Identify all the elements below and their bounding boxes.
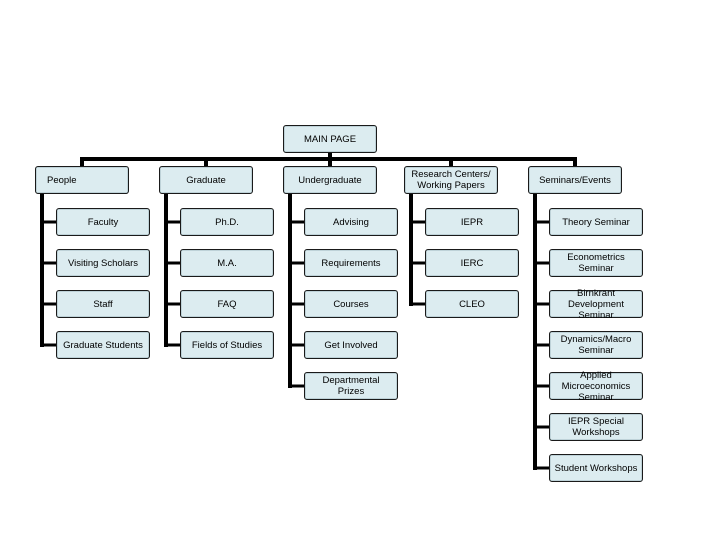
node-student-workshops[interactable]: Student Workshops [549,454,643,482]
node-iepr[interactable]: IEPR [425,208,519,236]
node-graduate-students-label: Graduate Students [63,339,143,351]
node-advising-label: Advising [333,216,369,228]
node-birnkrant-development-seminar[interactable]: Birnkrant Development Seminar [549,287,643,321]
node-ierc-label: IERC [460,257,484,269]
node-ierc[interactable]: IERC [425,249,519,277]
node-staff[interactable]: Staff [56,290,150,318]
node-people-label: People [47,174,77,186]
node-iepr-special-workshops[interactable]: IEPR Special Workshops [549,413,643,441]
node-iepr-special-workshops-label: IEPR Special Workshops [568,416,624,438]
node-m-a-label: M.A. [217,257,237,269]
node-applied-microeconomics-seminar-label: Applied Microeconomics Seminar [561,369,631,403]
node-fields-of-studies-label: Fields of Studies [191,339,263,351]
node-faculty-label: Faculty [87,216,119,228]
node-staff-label: Staff [93,298,113,310]
node-student-workshops-label: Student Workshops [554,462,638,474]
node-requirements[interactable]: Requirements [304,249,398,277]
node-research-centers-working-papers[interactable]: Research Centers/ Working Papers [404,166,498,194]
node-undergraduate-label: Undergraduate [298,174,362,186]
node-m-a[interactable]: M.A. [180,249,274,277]
node-seminars-events-label: Seminars/Events [539,174,611,186]
node-birnkrant-development-seminar-label: Birnkrant Development Seminar [568,287,624,321]
node-graduate-label: Graduate [186,174,226,186]
node-departmental-prizes-label: Departmental Prizes [322,375,380,397]
node-cleo-label: CLEO [459,298,485,310]
node-theory-seminar[interactable]: Theory Seminar [549,208,643,236]
node-visiting-scholars[interactable]: Visiting Scholars [56,249,150,277]
node-dynamics-macro-seminar[interactable]: Dynamics/Macro Seminar [549,331,643,359]
node-econometrics-seminar-label: Econometrics Seminar [567,252,625,274]
node-applied-microeconomics-seminar[interactable]: Applied Microeconomics Seminar [549,369,643,403]
node-faq-label: FAQ [217,298,237,310]
node-research-centers-working-papers-label: Research Centers/ Working Papers [411,169,491,191]
node-iepr-label: IEPR [460,216,484,228]
node-get-involved[interactable]: Get Involved [304,331,398,359]
node-departmental-prizes[interactable]: Departmental Prizes [304,372,398,400]
node-faculty[interactable]: Faculty [56,208,150,236]
node-main-page-label: MAIN PAGE [303,133,357,145]
node-ph-d[interactable]: Ph.D. [180,208,274,236]
node-graduate[interactable]: Graduate [159,166,253,194]
node-people[interactable]: People [35,166,129,194]
node-undergraduate[interactable]: Undergraduate [283,166,377,194]
node-graduate-students[interactable]: Graduate Students [56,331,150,359]
node-ph-d-label: Ph.D. [215,216,239,228]
node-seminars-events[interactable]: Seminars/Events [528,166,622,194]
node-dynamics-macro-seminar-label: Dynamics/Macro Seminar [560,334,632,356]
node-theory-seminar-label: Theory Seminar [562,216,630,228]
node-econometrics-seminar[interactable]: Econometrics Seminar [549,249,643,277]
node-main-page[interactable]: MAIN PAGE [283,125,377,153]
node-fields-of-studies[interactable]: Fields of Studies [180,331,274,359]
node-visiting-scholars-label: Visiting Scholars [67,257,139,269]
node-faq[interactable]: FAQ [180,290,274,318]
node-cleo[interactable]: CLEO [425,290,519,318]
node-get-involved-label: Get Involved [324,339,378,351]
node-courses[interactable]: Courses [304,290,398,318]
node-advising[interactable]: Advising [304,208,398,236]
node-courses-label: Courses [333,298,369,310]
node-requirements-label: Requirements [321,257,381,269]
